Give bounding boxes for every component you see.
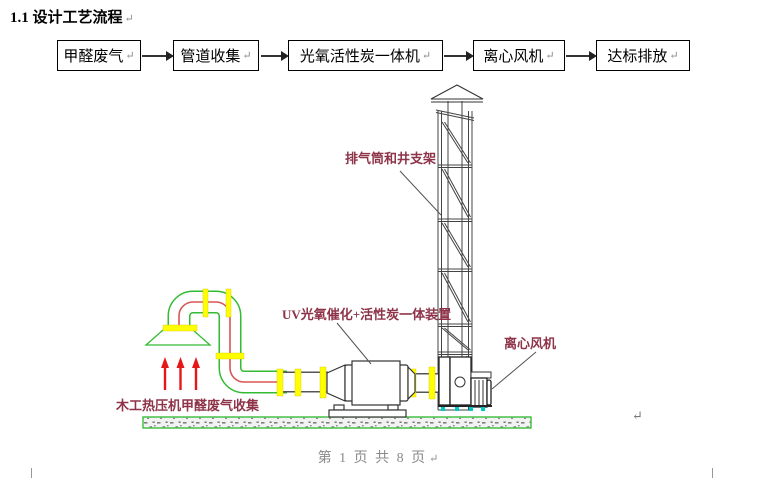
centrifugal-fan: [438, 356, 492, 408]
flow-step-uv-carbon-unit: 光氧活性炭一体机↵: [288, 40, 443, 71]
process-diagram: [142, 84, 537, 429]
flow-step-label: 达标排放: [607, 49, 668, 65]
flow-step-discharge: 达标排放↵: [596, 40, 690, 71]
flow-step-fan: 离心风机↵: [473, 40, 565, 71]
paragraph-mark-icon: ↵: [421, 50, 432, 62]
page-title: 1.1 设计工艺流程↵: [10, 6, 134, 27]
flow-step-label: 离心风机: [483, 49, 544, 65]
flow-step-label: 光氧活性炭一体机: [299, 49, 420, 65]
label-uv-unit: UV光氧催化+活性炭一体装置: [282, 307, 452, 322]
label-fan: 离心风机: [504, 336, 557, 351]
paragraph-mark-icon: ↵: [125, 50, 135, 62]
base-markers: [441, 407, 485, 411]
rain-cap: [430, 84, 484, 103]
flow-arrow-icon: [261, 51, 289, 61]
flow-step-pipe-collect: 管道收集↵: [173, 40, 259, 71]
collection-hood: [144, 329, 212, 346]
paragraph-mark-icon: ↵: [124, 13, 134, 25]
margin-boundary-mark: [712, 468, 713, 478]
leader-lines: [336, 170, 537, 390]
flow-arrow-icon: [566, 51, 597, 61]
flow-arrow-icon: [142, 51, 174, 61]
paragraph-mark-icon: ↵: [669, 50, 679, 62]
paragraph-mark-icon: ↵: [632, 408, 643, 423]
paragraph-mark-icon: ↵: [545, 50, 555, 62]
gas-flow-arrows: [161, 357, 200, 390]
page-title-text: 1.1 设计工艺流程: [10, 10, 123, 26]
flow-step-label: 管道收集: [180, 49, 241, 65]
flow-arrow-icon: [444, 51, 474, 61]
uv-carbon-unit: [326, 360, 416, 418]
ground-hatch: [142, 416, 532, 429]
paragraph-mark-icon: ↵: [429, 453, 441, 465]
page-footer: 第 1 页 共 8 页↵: [0, 447, 758, 467]
page-number-text: 第 1 页 共 8 页: [317, 451, 428, 466]
label-stack-support: 排气筒和井支架: [345, 151, 437, 166]
margin-boundary-mark: [31, 468, 32, 478]
chimney-stack: [447, 101, 463, 357]
label-gas-collection: 木工热压机甲醛废气收集: [116, 398, 260, 413]
flow-step-label: 甲醛废气: [63, 49, 124, 65]
paragraph-mark-icon: ↵: [242, 50, 252, 62]
flow-step-waste-gas: 甲醛废气↵: [57, 40, 141, 71]
